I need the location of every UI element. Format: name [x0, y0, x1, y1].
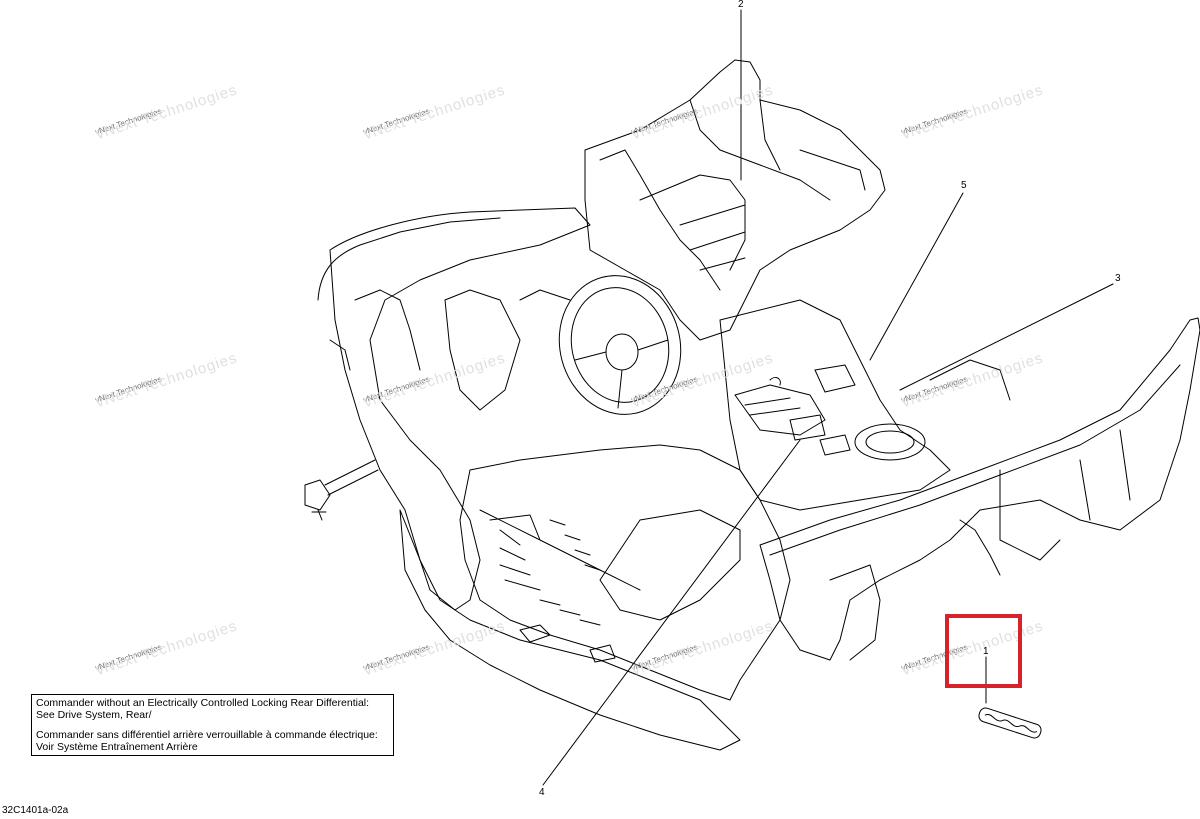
callout-number-5[interactable]: 5 [961, 180, 967, 191]
note-line-1: Commander without an Electrically Contro… [36, 697, 370, 709]
figure-code: 32C1401a-02a [2, 805, 69, 816]
tie-rod [304, 479, 331, 511]
floor-tub [459, 444, 791, 701]
leader-line-4 [542, 439, 801, 786]
note-line-3: Commander sans différentiel arrière verr… [36, 729, 378, 741]
center-console [719, 299, 951, 511]
left-side-panel [329, 207, 591, 611]
leader-line-5 [869, 192, 964, 361]
rear-fender-panel [759, 317, 1200, 661]
selected-part-highlight [945, 614, 1022, 688]
note-line-2: See Drive System, Rear/ [36, 709, 152, 721]
leader-line-3 [899, 283, 1114, 391]
front-lower-panel [399, 509, 741, 751]
diagram-note: Commander without an Electrically Contro… [31, 694, 394, 756]
note-line-4: Voir Système Entraînement Arrière [36, 741, 198, 753]
can-am-emblem [978, 707, 1042, 739]
callout-number-1[interactable]: 1 [983, 646, 989, 657]
steering-wheel [558, 275, 682, 415]
callout-number-3[interactable]: 3 [1115, 273, 1121, 284]
dashboard [584, 59, 886, 341]
callout-number-2[interactable]: 2 [738, 0, 744, 10]
callout-number-4[interactable]: 4 [539, 787, 545, 798]
